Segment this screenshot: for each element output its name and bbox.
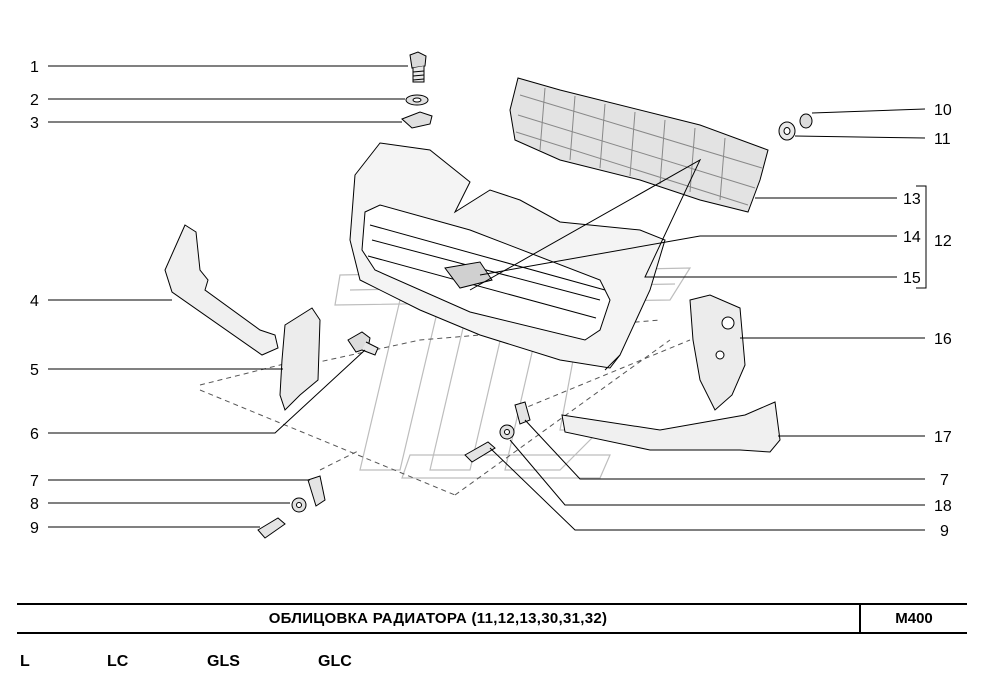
- part-screw-9-right: [464, 441, 496, 463]
- callout-15: 15: [903, 270, 921, 287]
- callout-1: 1: [30, 59, 39, 76]
- parts-diagram: 1 2 3 4 5 6 7 8 9 10 11 12 13 14 15 16 1…: [30, 51, 952, 540]
- callout-4: 4: [30, 293, 39, 310]
- part-nut-10: [799, 113, 813, 129]
- part-screw-9-left: [257, 517, 286, 539]
- variant-gls: GLS: [207, 653, 240, 670]
- callout-10: 10: [934, 102, 952, 119]
- callout-11: 11: [934, 131, 951, 148]
- part-clip-7-left: [307, 475, 326, 507]
- part-bracket-4: [164, 224, 279, 356]
- page-title: ОБЛИЦОВКА РАДИАТОРА (11,12,13,30,31,32): [268, 610, 608, 627]
- callout-17: 17: [934, 429, 952, 446]
- part-bolt-1: [409, 51, 427, 83]
- part-screw-6: [347, 331, 379, 356]
- callout-9-left: 9: [30, 520, 39, 537]
- leader-lines: [48, 65, 927, 531]
- callout-13: 13: [903, 191, 921, 208]
- part-clip-7-right: [514, 401, 531, 425]
- part-bracket-17: [561, 401, 781, 453]
- callout-16: 16: [934, 331, 952, 348]
- catalog-code: M400: [895, 610, 933, 627]
- callout-14: 14: [903, 229, 921, 246]
- callout-7-right: 7: [940, 472, 949, 489]
- callout-8: 8: [30, 496, 39, 513]
- mesh-insert-13: [509, 77, 769, 213]
- callout-7-left: 7: [30, 473, 39, 490]
- variant-l: L: [20, 653, 30, 670]
- callout-18: 18: [934, 498, 952, 515]
- callout-6: 6: [30, 426, 39, 443]
- variant-lc: LC: [107, 653, 129, 670]
- callout-2: 2: [30, 92, 39, 109]
- part-clip-3: [401, 111, 433, 129]
- grille-frame: [349, 142, 666, 371]
- title-divider: [859, 605, 861, 632]
- variant-glc: GLC: [318, 653, 352, 670]
- callout-3: 3: [30, 115, 39, 132]
- part-mount-5: [279, 307, 321, 411]
- callout-9-right: 9: [940, 523, 949, 540]
- title-bar: ОБЛИЦОВКА РАДИАТОРА (11,12,13,30,31,32) …: [17, 603, 967, 634]
- callout-12: 12: [934, 233, 952, 250]
- callout-5: 5: [30, 362, 39, 379]
